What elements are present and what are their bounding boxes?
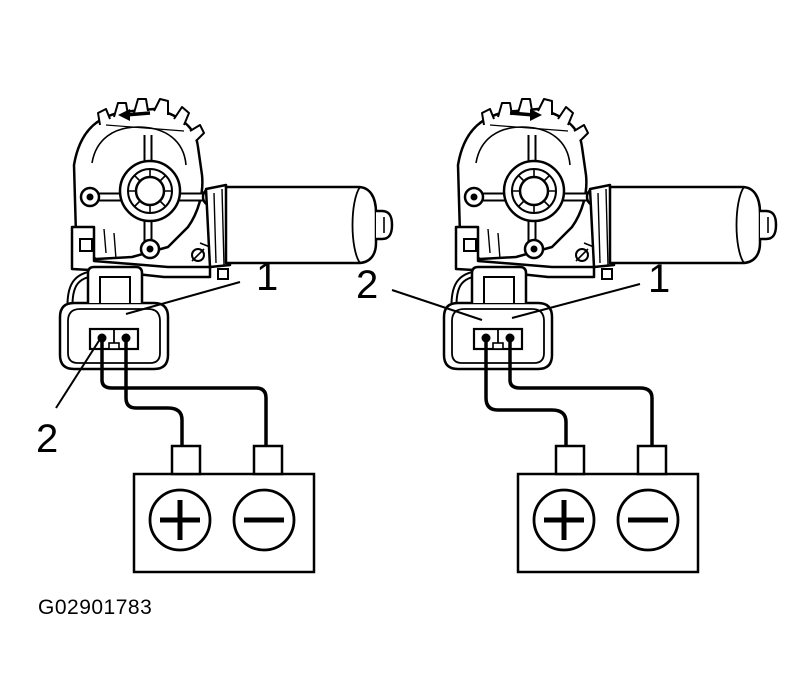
battery-right	[516, 444, 700, 574]
callout-label-1-right: 1	[648, 257, 670, 301]
minus-icon	[616, 488, 680, 552]
callout-leader-2-left	[55, 335, 103, 409]
minus-icon	[232, 488, 296, 552]
arrow-right-icon	[509, 109, 542, 121]
arrow-left-icon	[118, 109, 151, 121]
lead-wire-left-a	[100, 375, 268, 446]
window-motor-left	[60, 99, 392, 375]
figure-code: G02901783	[38, 596, 153, 619]
callout-leader-2-right	[391, 289, 483, 321]
plus-icon	[532, 488, 596, 552]
lead-wire-right-b	[508, 375, 654, 446]
callout-leader-1-right	[511, 283, 641, 319]
callout-label-2-right: 2	[356, 263, 378, 307]
battery-left	[132, 444, 316, 574]
lead-wire-left-b	[124, 375, 184, 446]
callout-leader-1-left	[125, 281, 241, 315]
right-panel: 2 1	[356, 99, 776, 574]
callout-label-2-left: 2	[36, 417, 58, 461]
lead-wire-right-a	[484, 375, 568, 446]
callout-label-1-left: 1	[256, 255, 278, 299]
window-motor-right	[444, 99, 776, 375]
left-panel: 1 2	[36, 99, 392, 574]
plus-icon	[148, 488, 212, 552]
